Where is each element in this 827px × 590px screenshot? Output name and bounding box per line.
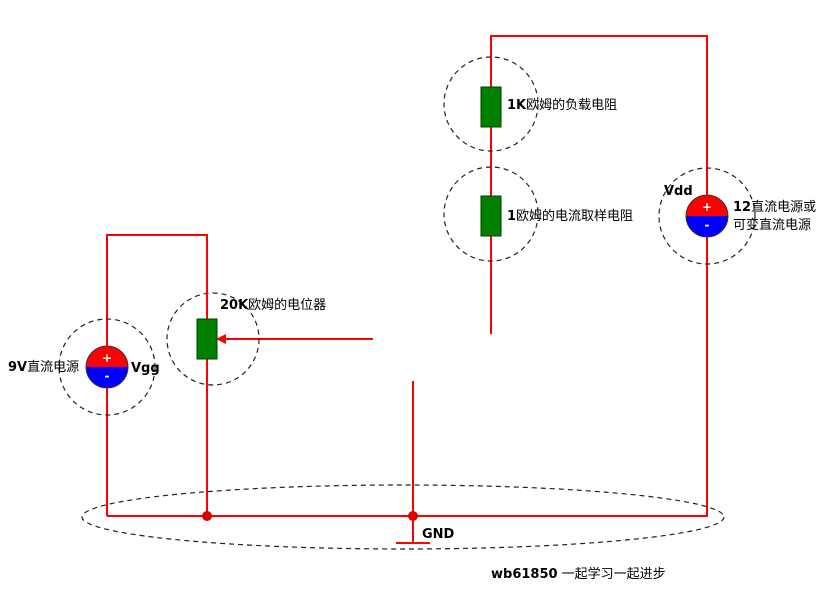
- potentiometer-label: 20K欧姆的电位器: [220, 298, 327, 313]
- vgg-source-label: 9V直流电源: [8, 360, 80, 375]
- vgg-negative-half: [86, 367, 128, 388]
- wire-right-loop: [107, 35, 708, 517]
- vdd-minus-sign: -: [704, 218, 710, 232]
- vgg-positive-half: [86, 346, 128, 367]
- vdd-source-label-line1: 12直流电源或: [733, 200, 817, 215]
- load-resistor-label: 1K欧姆的负载电阻: [507, 98, 618, 113]
- potentiometer: [196, 318, 218, 360]
- vgg-source-outline: [58, 318, 156, 416]
- vdd-plus-sign: +: [701, 200, 713, 214]
- ground-outline: [81, 484, 725, 550]
- load-resistor: [480, 86, 502, 128]
- vdd-source: [685, 194, 729, 238]
- vgg-plus-sign: +: [101, 351, 113, 365]
- vgg-label: Vgg: [131, 361, 160, 376]
- junction-dot-2: [408, 511, 418, 521]
- credit-text: wb61850 一起学习一起进步: [491, 567, 666, 582]
- vgg-minus-sign: -: [104, 369, 110, 383]
- dashed-outlines: [58, 56, 756, 550]
- vdd-negative-half: [686, 216, 728, 237]
- vdd-source-outline: [658, 167, 756, 265]
- sense-resistor-label: 1欧姆的电流取样电阻: [507, 209, 634, 224]
- junction-dot-1: [202, 511, 212, 521]
- gnd-label: GND: [422, 527, 455, 542]
- potentiometer-outline: [166, 292, 260, 386]
- vgg-source: [85, 345, 129, 389]
- vdd-source-label-line2: 可变直流电源: [733, 218, 812, 233]
- load-resistor-outline: [443, 56, 539, 152]
- wiper-arrow-icon: [216, 334, 226, 344]
- vdd-positive-half: [686, 195, 728, 216]
- sense-resistor-outline: [443, 166, 539, 262]
- sense-resistor: [480, 195, 502, 237]
- vdd-label: Vdd: [664, 184, 693, 199]
